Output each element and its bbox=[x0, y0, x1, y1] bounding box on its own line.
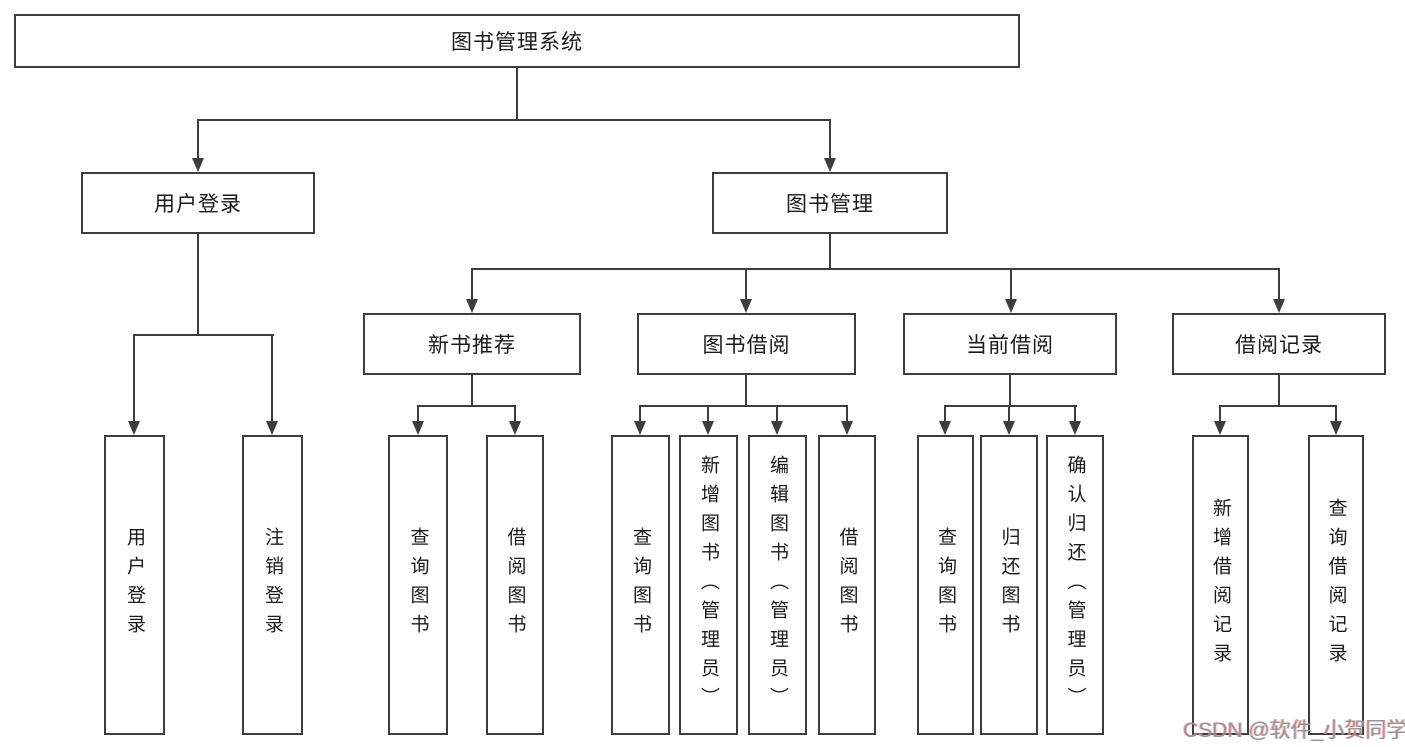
node-book-borrow: 图书借阅 bbox=[637, 313, 856, 375]
arrow-down-icon bbox=[939, 421, 951, 435]
connector-drop bbox=[133, 334, 135, 421]
arrow-down-icon bbox=[1330, 421, 1342, 435]
connector-drop bbox=[1219, 405, 1221, 421]
arrow-down-icon bbox=[1005, 299, 1017, 313]
node-library-system: 图书管理系统 bbox=[14, 14, 1020, 68]
arrow-down-icon bbox=[412, 421, 424, 435]
connector-stem bbox=[1278, 375, 1280, 406]
connector-root-stem bbox=[516, 68, 518, 121]
connector-bar bbox=[1219, 405, 1337, 407]
arrow-down-icon bbox=[740, 299, 752, 313]
connector-drop bbox=[846, 405, 848, 421]
leaf-confirm-return-admin: 确认归还（管理员） bbox=[1046, 435, 1104, 735]
arrow-down-icon bbox=[634, 421, 646, 435]
node-new-book-recommend: 新书推荐 bbox=[363, 313, 581, 375]
connector-stem bbox=[745, 375, 747, 406]
leaf-borrow-books-recommend: 借阅图书 bbox=[486, 435, 544, 735]
connector-drop bbox=[417, 405, 419, 421]
connector-root-bar bbox=[197, 119, 831, 121]
leaf-edit-books-admin: 编辑图书（管理员） bbox=[748, 435, 807, 735]
leaf-query-books-current: 查询图书 bbox=[917, 435, 974, 735]
arrow-down-icon bbox=[192, 158, 204, 172]
connector-user-login-bar bbox=[133, 334, 274, 336]
leaf-query-books-borrow: 查询图书 bbox=[611, 435, 670, 735]
node-user-login: 用户登录 bbox=[81, 172, 315, 234]
connector-book-mgmt-stem bbox=[829, 234, 831, 270]
arrow-down-icon bbox=[771, 421, 783, 435]
connector-drop bbox=[1335, 405, 1337, 421]
arrow-down-icon bbox=[1069, 421, 1081, 435]
leaf-add-borrow-record: 新增借阅记录 bbox=[1192, 435, 1249, 735]
connector-book-mgmt-bar bbox=[471, 268, 1280, 270]
arrow-down-icon bbox=[1003, 421, 1015, 435]
connector-drop bbox=[1278, 268, 1280, 299]
connector-drop bbox=[471, 268, 473, 299]
connector-bar bbox=[417, 405, 516, 407]
node-book-management: 图书管理 bbox=[712, 172, 948, 234]
watermark: CSDN @软件_小贺同学 bbox=[1183, 719, 1405, 742]
arrow-down-icon bbox=[509, 421, 521, 435]
node-current-borrow: 当前借阅 bbox=[903, 313, 1117, 375]
connector-drop bbox=[1074, 405, 1076, 421]
connector-bar bbox=[639, 405, 848, 407]
connector-stem bbox=[471, 375, 473, 406]
leaf-add-books-admin: 新增图书（管理员） bbox=[679, 435, 738, 735]
connector-book-mgmt-drop bbox=[829, 119, 831, 158]
arrow-down-icon bbox=[1214, 421, 1226, 435]
node-borrow-records: 借阅记录 bbox=[1172, 313, 1386, 375]
connector-drop bbox=[707, 405, 709, 421]
connector-stem bbox=[1009, 375, 1011, 406]
leaf-query-books-recommend: 查询图书 bbox=[388, 435, 448, 735]
leaf-user-login: 用户登录 bbox=[104, 435, 165, 735]
connector-drop bbox=[944, 405, 946, 421]
connector-user-login-drop bbox=[197, 119, 199, 158]
leaf-return-books: 归还图书 bbox=[980, 435, 1038, 735]
arrow-down-icon bbox=[466, 299, 478, 313]
leaf-borrow-books: 借阅图书 bbox=[818, 435, 876, 735]
connector-bar bbox=[944, 405, 1077, 407]
arrow-down-icon bbox=[841, 421, 853, 435]
connector-drop bbox=[271, 334, 273, 421]
connector-drop bbox=[1010, 268, 1012, 299]
connector-drop bbox=[514, 405, 516, 421]
connector-user-login-stem bbox=[197, 234, 199, 335]
connector-drop bbox=[639, 405, 641, 421]
arrow-down-icon bbox=[128, 421, 140, 435]
arrow-down-icon bbox=[266, 421, 278, 435]
connector-drop bbox=[745, 268, 747, 299]
arrow-down-icon bbox=[1273, 299, 1285, 313]
connector-drop bbox=[776, 405, 778, 421]
arrow-down-icon bbox=[702, 421, 714, 435]
leaf-logout: 注销登录 bbox=[242, 435, 303, 735]
leaf-query-borrow-record: 查询借阅记录 bbox=[1308, 435, 1364, 735]
arrow-down-icon bbox=[824, 158, 836, 172]
connector-drop bbox=[1008, 405, 1010, 421]
